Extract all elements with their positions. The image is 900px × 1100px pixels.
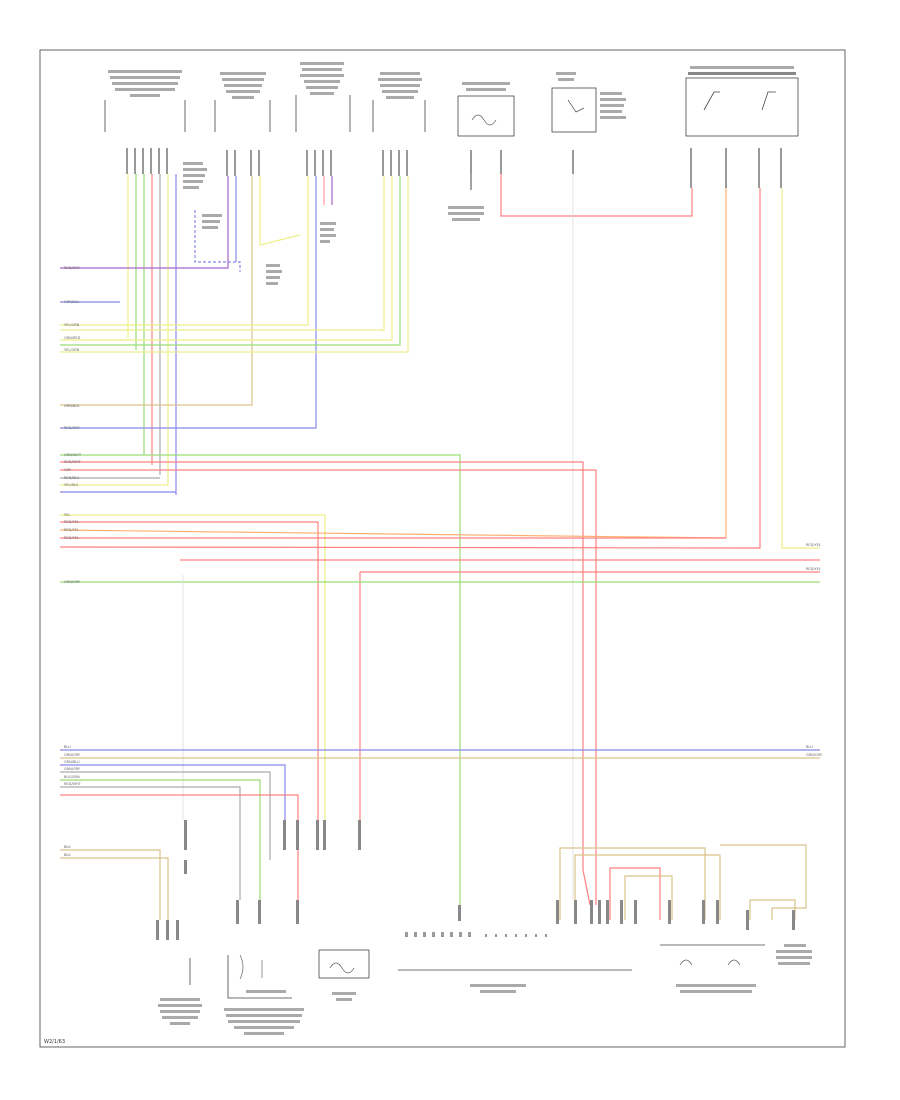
bottom-wire-label-4: BLK/GRN xyxy=(64,775,80,779)
left-wire-label-10: RED/BLU xyxy=(64,476,80,480)
left-wire-label-12: YEL xyxy=(64,513,70,517)
left-wire-label-7: GRN/WHT xyxy=(64,453,82,457)
component-label-blocks xyxy=(108,62,422,99)
wire-group xyxy=(59,174,820,920)
left-wire-label-4: YEL/GRN xyxy=(64,348,80,352)
right-wire-label-2: BLU xyxy=(806,745,813,749)
left-wire-label-13: RED/YEL xyxy=(64,520,79,524)
bottom-wire-label-0: BLU xyxy=(64,745,71,749)
bottom-component-relay xyxy=(318,949,370,1001)
right-wire-label-0: RED/YEL xyxy=(806,543,821,547)
left-wire-label-2: YEL/GRN xyxy=(64,323,80,327)
left-wire-labels: RED/GRY GRY/BLU YEL/GRN GRN/RED YEL/GRN GRN/B… xyxy=(64,266,82,584)
relay-box-right xyxy=(685,66,799,137)
left-wire-label-8: RED/WHT xyxy=(64,460,82,464)
diagram-frame xyxy=(39,49,846,1048)
left-wire-label-16: GRN/GRY xyxy=(64,580,81,584)
relay-box-center xyxy=(551,72,626,133)
bottom-wire-label-7: BLK xyxy=(64,853,71,857)
left-wire-label-3: GRN/RED xyxy=(64,336,81,340)
right-wire-label-3: GRN/GRY xyxy=(806,753,823,757)
left-wire-label-1: GRY/BLU xyxy=(64,300,79,304)
bottom-component-center xyxy=(398,969,632,993)
bottom-wire-label-1: GRN/GRY xyxy=(64,753,81,757)
bottom-wire-label-2: GRN/BLU xyxy=(64,760,80,764)
left-wire-label-6: RED/GRY xyxy=(64,426,80,430)
bottom-component-left xyxy=(158,958,202,1025)
connector-dot-row xyxy=(405,932,547,937)
bottom-wire-label-5: RED/WHT xyxy=(64,782,82,786)
bottom-wire-labels: BLU GRN/GRY GRN/BLU GRN/GRY BLK/GRN RED/WHT BL… xyxy=(64,745,82,857)
left-wire-label-14: RED/YEL xyxy=(64,528,79,532)
left-wire-label-15: RED/YEL xyxy=(64,536,79,540)
splice-labels-top xyxy=(183,162,484,285)
bottom-wire-label-6: BLK xyxy=(64,845,71,849)
left-wire-label-9: GRY xyxy=(64,468,72,472)
right-wire-labels: RED/YEL RED/YEL BLU GRN/GRY xyxy=(806,543,823,757)
left-wire-label-5: GRN/BLK xyxy=(64,404,80,408)
bottom-component-right xyxy=(660,944,812,993)
top-connector-stubs xyxy=(126,148,782,188)
diagram-reference: W2/1/63 xyxy=(44,1039,65,1045)
bottom-component-sensor xyxy=(224,954,304,1035)
relay-box-left xyxy=(457,82,515,137)
right-wire-label-1: RED/YEL xyxy=(806,567,821,571)
left-wire-label-11: YEL/BLU xyxy=(64,483,79,487)
left-wire-label-0: RED/GRY xyxy=(64,266,80,270)
bottom-wire-label-3: GRN/GRY xyxy=(64,767,81,771)
component-cluster-top-left xyxy=(104,95,426,132)
connector-markers xyxy=(156,820,795,940)
